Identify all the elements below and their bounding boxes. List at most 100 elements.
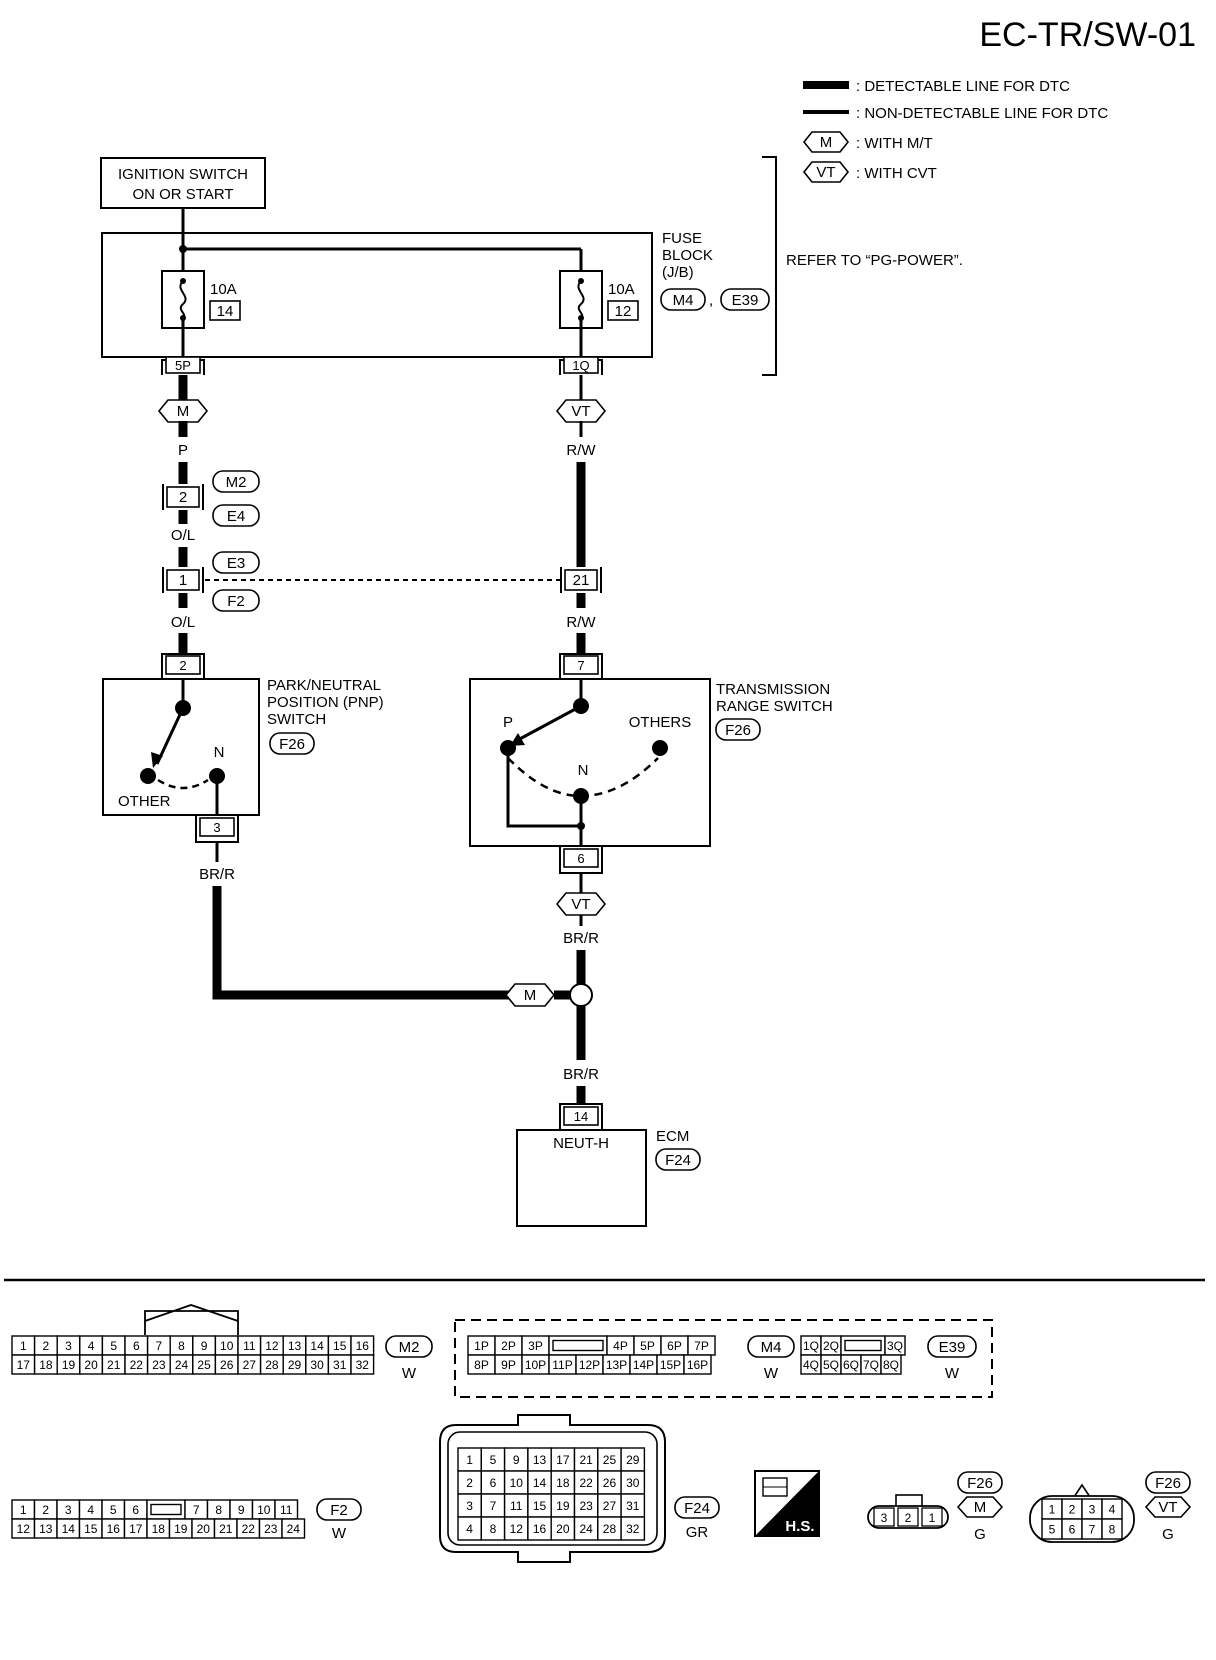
e39-pin-8Q-label: 8Q <box>883 1358 899 1372</box>
f24-pin-11-label: 11 <box>510 1499 523 1513</box>
harness-side-symbol: H.S. <box>754 1470 820 1537</box>
svg-text:G: G <box>1162 1526 1174 1543</box>
f26-mt-pin-3-label: 3 <box>881 1511 888 1525</box>
e39-pin-2Q-label: 2Q <box>823 1339 839 1353</box>
svg-text:,: , <box>709 292 713 309</box>
svg-text:F26: F26 <box>967 1475 993 1492</box>
f2-pin-24-label: 24 <box>287 1522 301 1536</box>
f24-pin-32-label: 32 <box>626 1522 640 1536</box>
m2-pin-1-label: 1 <box>20 1339 27 1353</box>
m4-pin-16P-label: 16P <box>687 1358 708 1372</box>
svg-text:W: W <box>945 1365 960 1382</box>
f24-pin-13-label: 13 <box>533 1453 547 1467</box>
m4-pin-6P-label: 6P <box>667 1339 682 1353</box>
joint-connector-21: 21 <box>560 567 602 593</box>
legend-mt-tag: M <box>802 131 850 153</box>
m2-pin-19-label: 19 <box>62 1358 76 1372</box>
f2-pin-1-label: 1 <box>20 1503 27 1517</box>
f26-cvt-pin-8-label: 8 <box>1109 1523 1116 1537</box>
f2-pin-24 <box>281 1518 306 1539</box>
f2-pin-16-label: 16 <box>107 1522 121 1536</box>
ecm-pin-14: 14 <box>559 1103 603 1130</box>
f24-pin-6-label: 6 <box>490 1476 497 1490</box>
svg-text:1Q: 1Q <box>572 358 589 373</box>
svg-text:VT: VT <box>571 403 590 420</box>
m4-pin-4P-label: 4P <box>613 1339 628 1353</box>
svg-text:SWITCH: SWITCH <box>267 711 326 728</box>
joint-connector-1: 1 <box>162 567 204 593</box>
svg-text:W: W <box>332 1525 347 1542</box>
svg-text:E3: E3 <box>227 555 245 572</box>
m4-pin-15P-label: 15P <box>660 1358 681 1372</box>
m2-pin-22-label: 22 <box>130 1358 144 1372</box>
legend-cvt-tag: VT <box>802 161 850 183</box>
mt-tag-junction: M <box>504 983 556 1007</box>
legend-non-detectable-text: : NON-DETECTABLE LINE FOR DTC <box>856 105 1108 122</box>
m2-pin-16-label: 16 <box>356 1339 370 1353</box>
m2-pin-25-label: 25 <box>197 1358 211 1372</box>
connector-m2-lock <box>144 1304 239 1335</box>
legend-thick-line-sample <box>803 81 849 89</box>
svg-text:10A: 10A <box>608 281 635 298</box>
svg-text:3: 3 <box>213 820 220 835</box>
svg-text:M4: M4 <box>673 292 694 309</box>
m4-gap-key <box>552 1339 604 1352</box>
f24-pin-19-label: 19 <box>556 1499 570 1513</box>
wire-color-p: P <box>178 442 188 459</box>
m2-pin-27-label: 27 <box>243 1358 257 1372</box>
svg-text:14: 14 <box>574 1109 588 1124</box>
m4-pin-5P-label: 5P <box>640 1339 655 1353</box>
f26-mt-pin-3 <box>873 1507 895 1527</box>
f2-pin-13-label: 13 <box>39 1522 53 1536</box>
svg-text:F24: F24 <box>665 1152 691 1169</box>
f24-pin-3-label: 3 <box>466 1499 473 1513</box>
f2-pin-23-label: 23 <box>264 1522 278 1536</box>
f24-pin-31-label: 31 <box>626 1499 640 1513</box>
svg-text:F2: F2 <box>227 593 245 610</box>
svg-text:2: 2 <box>179 658 186 673</box>
ecm-conn-f24: F24 <box>655 1148 701 1171</box>
m4-pin-10P-label: 10P <box>525 1358 546 1372</box>
f24-pin-2-label: 2 <box>466 1476 473 1490</box>
m2-pin-17-label: 17 <box>17 1358 31 1372</box>
svg-text:VT: VT <box>1158 1499 1177 1516</box>
f24-pin-14-label: 14 <box>533 1476 547 1490</box>
f26-cvt-pin-6-label: 6 <box>1069 1523 1076 1537</box>
m2-pin-14-label: 14 <box>310 1339 324 1353</box>
wire-color-rw-2: R/W <box>566 614 596 631</box>
svg-text:M: M <box>177 403 190 420</box>
m2-pin-26-label: 26 <box>220 1358 234 1372</box>
m2-pin-8-label: 8 <box>178 1339 185 1353</box>
f26-cvt-pin-4-label: 4 <box>1109 1503 1116 1517</box>
ecm-label: ECM <box>656 1128 689 1145</box>
svg-text:POSITION (PNP): POSITION (PNP) <box>267 694 384 711</box>
joint1-conn-m2: M2 <box>212 470 260 493</box>
m2-pin-5-label: 5 <box>110 1339 117 1353</box>
m2-pin-2-label: 2 <box>43 1339 50 1353</box>
f24-pin-4-label: 4 <box>466 1522 473 1536</box>
f24-pin-9-label: 9 <box>513 1453 520 1467</box>
f24-pin-16-label: 16 <box>533 1522 547 1536</box>
pnp-other-label: OTHER <box>118 793 171 810</box>
f2-gap-key <box>150 1503 182 1516</box>
trs-p-to-n-wire <box>506 748 581 828</box>
svg-text:F24: F24 <box>684 1500 710 1517</box>
f24-pin-27-label: 27 <box>603 1499 617 1513</box>
legend: : DETECTABLE LINE FOR DTC : NON-DETECTAB… <box>802 78 1108 183</box>
e39-pin-7Q-label: 7Q <box>863 1358 879 1372</box>
svg-text:FUSE: FUSE <box>662 230 702 247</box>
svg-text:F26: F26 <box>279 736 305 753</box>
m2-pin-32 <box>350 1354 375 1375</box>
m2-pin-20-label: 20 <box>84 1358 98 1372</box>
m2-pin-21-label: 21 <box>107 1358 121 1372</box>
e39-pin-3Q-label: 3Q <box>887 1339 903 1353</box>
f24-pin-1-label: 1 <box>466 1453 473 1467</box>
m2-pin-15-label: 15 <box>333 1339 347 1353</box>
f26-cvt-pin-3-label: 3 <box>1089 1503 1096 1517</box>
m4-pin-11P-label: 11P <box>552 1358 572 1372</box>
m2-pin-31-label: 31 <box>333 1358 347 1372</box>
svg-text:5P: 5P <box>175 358 191 373</box>
trs-others-label: OTHERS <box>629 714 692 731</box>
